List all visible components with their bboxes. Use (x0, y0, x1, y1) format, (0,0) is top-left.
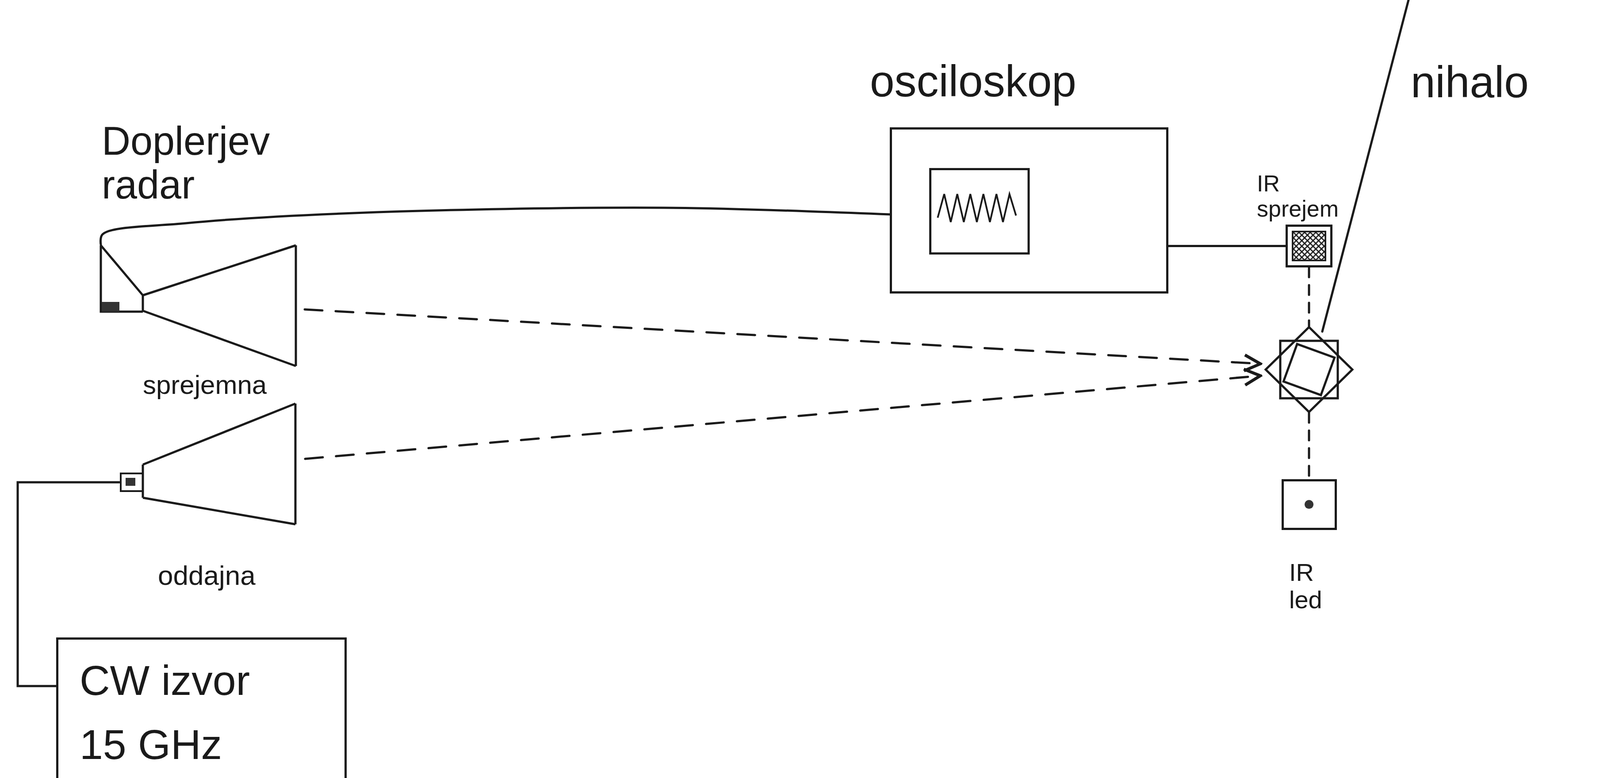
signal-cable (1168, 244, 1286, 248)
ir-receiver-symbol (1287, 226, 1331, 266)
microwave-beam (305, 375, 1261, 460)
pendulum-reflector: nihalo (1260, 326, 1358, 414)
microwave-beam (304, 309, 1261, 364)
node-label: oddajna (157, 560, 256, 591)
node-label: sprejemna (142, 370, 267, 400)
coax-cable (100, 207, 890, 245)
horn-antenna (119, 402, 297, 526)
pendulum-string (1322, 0, 1409, 332)
ir-receiver-box: IR sprejem (1285, 224, 1333, 268)
reflector-symbol (1260, 326, 1358, 414)
ir-beam (1308, 413, 1311, 480)
ir-led-box: IR led (1281, 479, 1337, 531)
ir-led-symbol (1283, 481, 1335, 529)
ir-beam (1308, 267, 1311, 327)
transmit-horn: oddajna (119, 402, 297, 526)
node-label: osciloskop (869, 56, 1077, 106)
horn-antenna (99, 244, 296, 368)
receive-horn: sprejemna (99, 244, 296, 368)
system-label: Doplerjev radar (101, 119, 323, 207)
node-label: nihalo (1410, 57, 1529, 107)
node-label: IR sprejem (1256, 171, 1339, 222)
cw-source-box: CW izvor 15 GHz (56, 637, 347, 778)
node-label: CW izvor 15 GHz (79, 648, 292, 778)
oscilloscope-box: osciloskop (889, 127, 1169, 294)
oscilloscope-screen (891, 129, 1167, 292)
node-label: IR led (1289, 558, 1323, 614)
